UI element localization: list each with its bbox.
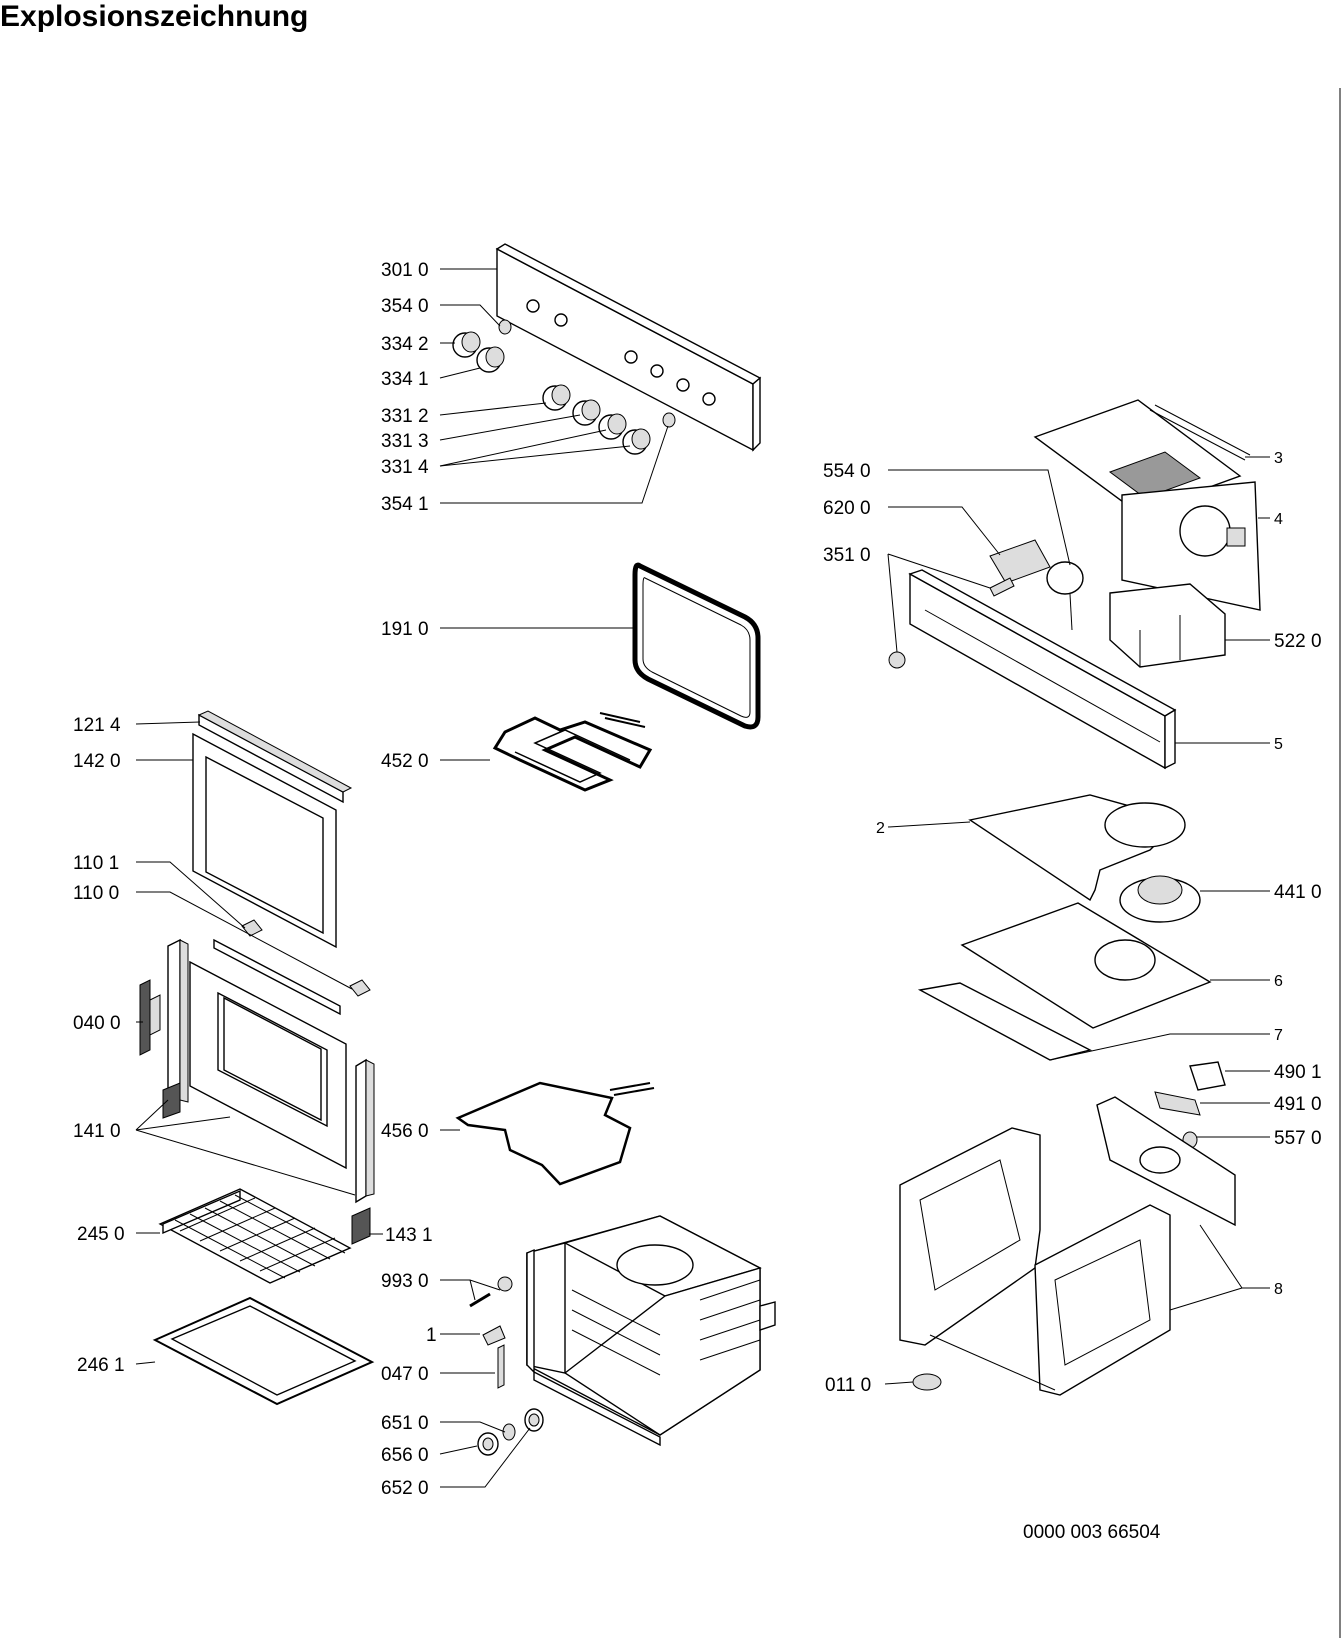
label-1214: 121 4 xyxy=(73,715,121,736)
controller-5540 xyxy=(1046,561,1084,631)
label-4560: 456 0 xyxy=(381,1121,429,1142)
label-2450: 245 0 xyxy=(77,1224,125,1245)
knob-3342 xyxy=(452,331,481,358)
label-3342: 334 2 xyxy=(381,334,429,355)
control-panel xyxy=(495,243,762,452)
knob-3313 xyxy=(572,399,601,426)
clip-part-1 xyxy=(482,1325,506,1346)
label-3341: 334 1 xyxy=(381,369,429,390)
knob-3314b xyxy=(622,428,651,455)
housing-left-8 xyxy=(899,1127,1041,1346)
label-6560: 656 0 xyxy=(381,1445,429,1466)
label-4901: 490 1 xyxy=(1274,1062,1322,1083)
label-1101: 110 1 xyxy=(73,853,119,874)
label-9930: 993 0 xyxy=(381,1271,429,1292)
label-2: 2 xyxy=(876,820,885,837)
label-0470: 047 0 xyxy=(381,1364,429,1385)
label-3540: 354 0 xyxy=(381,296,429,317)
knob-small-3540 xyxy=(498,319,512,335)
knob-3314a xyxy=(598,413,627,440)
label-7: 7 xyxy=(1274,1027,1283,1044)
switch-6200 xyxy=(989,539,1051,584)
part-4901 xyxy=(1189,1061,1226,1091)
label-6520: 652 0 xyxy=(381,1478,429,1499)
top-cover-3 xyxy=(1033,399,1251,514)
knob-small-3541 xyxy=(662,412,676,428)
label-5: 5 xyxy=(1274,736,1283,753)
door-hinge-0400 xyxy=(139,979,161,1056)
fan-4410 xyxy=(1119,875,1201,923)
lamp-holder-6520 xyxy=(524,1408,544,1432)
plate-7 xyxy=(917,982,1092,1061)
leader-lines xyxy=(135,268,1270,1488)
wire-rack xyxy=(158,1188,352,1284)
label-4410: 441 0 xyxy=(1274,882,1322,903)
rod-3510 xyxy=(888,577,1015,669)
label-0400: 040 0 xyxy=(73,1013,121,1034)
label-1910: 191 0 xyxy=(381,619,429,640)
door-gasket xyxy=(632,562,761,730)
module-5220 xyxy=(1109,583,1226,668)
label-1420: 142 0 xyxy=(73,751,121,772)
rod-0470 xyxy=(497,1344,505,1389)
label-1431: 143 1 xyxy=(385,1225,433,1246)
doc-number: 0000 003 66504 xyxy=(1023,1522,1161,1543)
label-1100: 110 0 xyxy=(73,883,119,904)
lamp-6510 xyxy=(502,1423,516,1441)
label-4520: 452 0 xyxy=(381,751,429,772)
fan-cover-2 xyxy=(968,794,1186,902)
lamp-cover-6560 xyxy=(477,1432,499,1456)
door-inner-frame xyxy=(189,960,347,1170)
label-3010: 301 0 xyxy=(381,260,429,281)
label-5540: 554 0 xyxy=(823,461,871,482)
hinge-cover-1100 xyxy=(349,979,371,997)
door-top-trim xyxy=(197,710,353,804)
knob-3312 xyxy=(542,384,571,411)
label-1: 1 xyxy=(426,1325,437,1346)
label-3: 3 xyxy=(1274,450,1283,467)
housing-right-8 xyxy=(929,1204,1171,1396)
label-6200: 620 0 xyxy=(823,498,871,519)
back-panel-8 xyxy=(1096,1096,1236,1227)
label-5570: 557 0 xyxy=(1274,1128,1322,1149)
knob-3341 xyxy=(476,346,505,373)
front-frame-5 xyxy=(908,569,1177,770)
door-side-left xyxy=(167,938,189,1108)
door-outer-glass xyxy=(192,732,337,949)
label-3312: 331 2 xyxy=(381,406,429,427)
label-3314: 331 4 xyxy=(381,457,429,478)
door-side-right xyxy=(355,1058,375,1204)
label-3313: 331 3 xyxy=(381,431,429,452)
baking-tray xyxy=(152,1296,375,1406)
page-title: Explosionszeichnung xyxy=(0,0,309,33)
bolt-9930 xyxy=(469,1276,513,1308)
label-4: 4 xyxy=(1274,511,1283,528)
label-6: 6 xyxy=(1274,973,1283,990)
foot-0110 xyxy=(912,1373,942,1391)
oven-cavity xyxy=(526,1215,776,1447)
rear-panel-4 xyxy=(1121,481,1261,611)
label-3541: 354 1 xyxy=(381,494,429,515)
label-0110: 011 0 xyxy=(825,1375,871,1396)
label-8: 8 xyxy=(1274,1281,1283,1298)
label-3510: 351 0 xyxy=(823,545,871,566)
label-6510: 651 0 xyxy=(381,1413,429,1434)
door-bottom-trim xyxy=(213,938,341,1016)
label-2461: 246 1 xyxy=(77,1355,125,1376)
hinge-block-1410 xyxy=(162,1082,181,1119)
part-4910 xyxy=(1154,1091,1201,1116)
label-5220: 522 0 xyxy=(1274,631,1322,652)
hinge-block-1431 xyxy=(351,1207,371,1245)
label-1410: 141 0 xyxy=(73,1121,121,1142)
part-labels: 301 0 354 0 334 2 334 1 331 2 331 3 331 … xyxy=(73,260,1322,1543)
heating-element-top xyxy=(492,712,653,792)
heating-element-bottom xyxy=(455,1081,655,1186)
insulation-plate-6 xyxy=(960,902,1212,1029)
label-4910: 491 0 xyxy=(1274,1094,1322,1115)
